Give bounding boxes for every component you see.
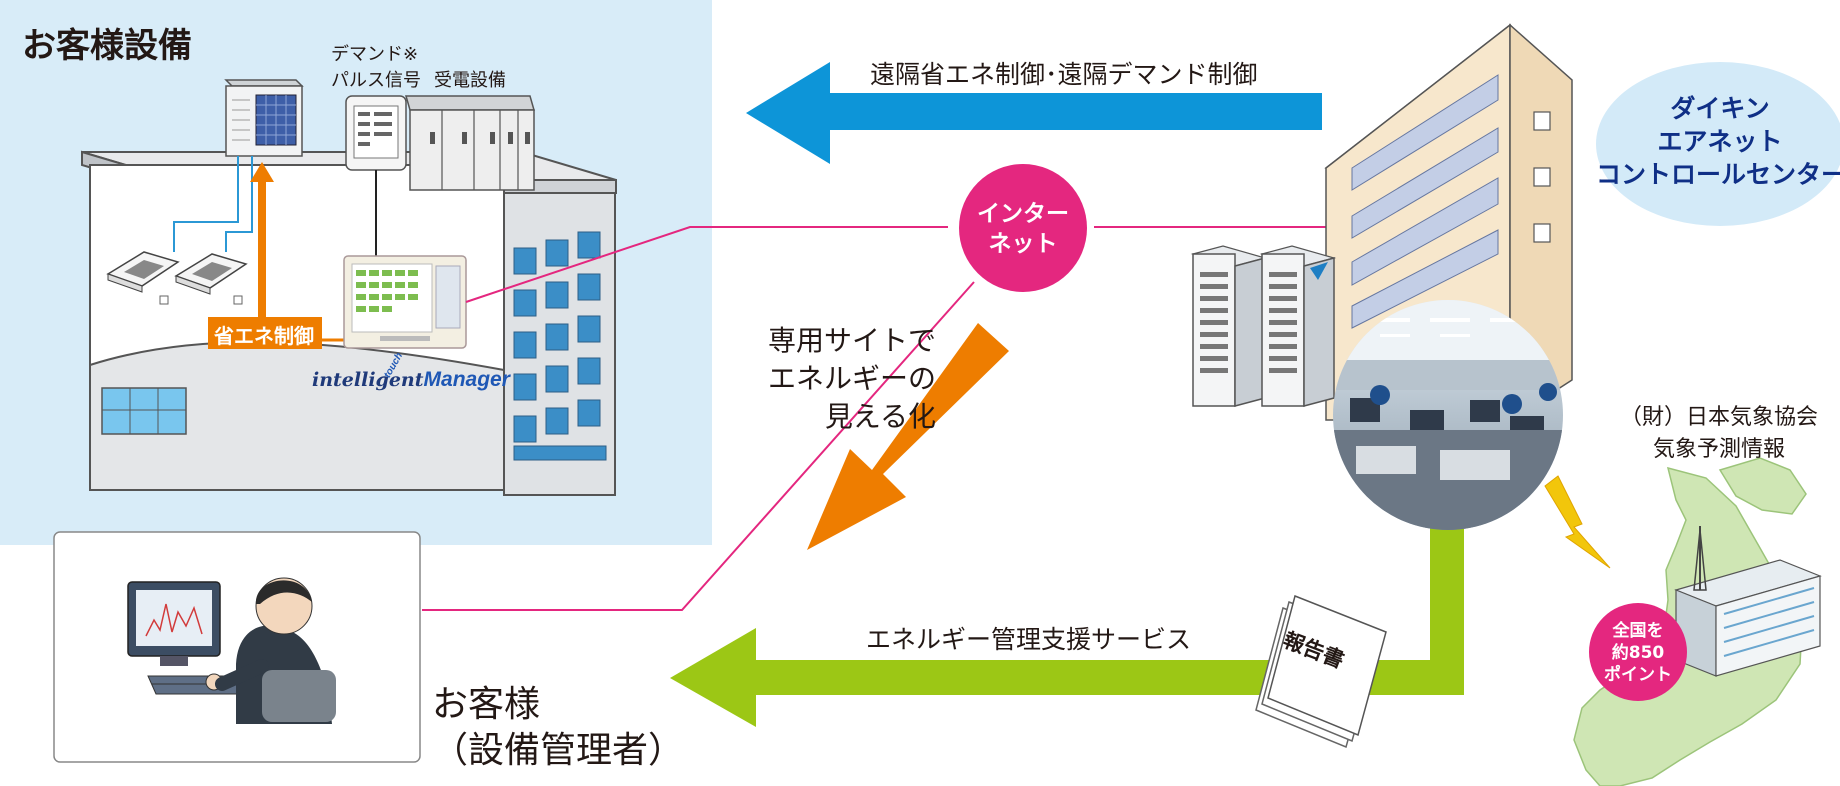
indoor-unit-1 (106, 251, 180, 305)
visualization-arrow (807, 323, 1009, 550)
visualization-label-line1: 専用サイトで (767, 324, 936, 357)
control-center-line2: エアネット (1657, 127, 1783, 156)
network-lines (422, 226, 1330, 611)
logo-part2: Manager (423, 368, 510, 391)
support-service-label: エネルギー管理支援サービス (866, 625, 1192, 654)
nationwide-line2: 約850 (1611, 643, 1665, 663)
demand-pulse-label-line1: デマンド※ (331, 44, 419, 65)
customer-computer (127, 581, 249, 695)
control-center-line3: コントロールセンター (1596, 160, 1840, 189)
visualization-label-line3: 見える化 (824, 400, 936, 433)
outdoor-ac-unit (224, 79, 304, 157)
visualization-label-line2: エネルギーの (767, 362, 936, 395)
customer-label: お客様 （設備管理者） (432, 682, 684, 774)
server-rack-2 (1259, 245, 1337, 407)
customer-person (205, 577, 336, 724)
customer-panel (53, 531, 421, 763)
energy-saving-control-label: 省エネ制御 (214, 324, 314, 348)
server-rack-1 (1190, 245, 1268, 407)
logo-part1: intelligent (312, 369, 424, 391)
customer-label-line1: お客様 (432, 684, 541, 725)
customer-facility-title: お客様設備 (22, 26, 192, 66)
remote-control-label: 遠隔省エネ制御･遠隔デマンド制御 (870, 60, 1258, 89)
energy-saving-control-box (208, 317, 322, 349)
power-receiving-label: 受電設備 (434, 70, 506, 91)
indoor-unit-2 (174, 253, 248, 305)
control-center-line1: ダイキン (1670, 94, 1770, 123)
control-center-label: ダイキン エアネット コントロールセンター (1596, 92, 1840, 191)
intelligent-manager-logo: intelligentManager (312, 368, 510, 392)
visualization-label: 専用サイトで エネルギーの 見える化 (744, 322, 936, 436)
support-service-arrow (670, 525, 1464, 727)
control-center-ellipse (1596, 62, 1840, 226)
intelligent-manager-device (343, 255, 467, 349)
remote-control-arrow (746, 62, 1322, 164)
report-document (1255, 594, 1387, 749)
internet-circle (959, 164, 1087, 292)
nationwide-line3: ポイント (1604, 665, 1672, 685)
control-center-building (1324, 23, 1573, 422)
demand-pulse-box (345, 95, 407, 171)
nationwide-line1: 全国を (1612, 621, 1664, 641)
weather-info-line2: 気象予測情報 (1652, 437, 1785, 462)
internet-label: インター ネット (963, 199, 1083, 259)
internet-label-line1: インター (977, 201, 1069, 227)
demand-pulse-label: デマンド※ パルス信号 (331, 42, 421, 94)
lightning-bolt-icon (1544, 475, 1611, 569)
customer-label-line2: （設備管理者） (432, 730, 685, 771)
internet-label-line2: ネット (988, 231, 1058, 257)
building-side-windows (513, 231, 607, 461)
weather-info-line1: （財）日本気象協会 (1619, 405, 1818, 430)
power-receiving-equipment (405, 95, 535, 191)
weather-info-label: （財）日本気象協会 気象予測情報 (1604, 402, 1834, 466)
weather-association-building (1674, 526, 1822, 677)
nationwide-points-label: 全国を 約850 ポイント (1592, 620, 1684, 686)
demand-pulse-label-line2: パルス信号 (331, 70, 421, 91)
refrigerant-lines (173, 156, 253, 252)
nationwide-points-circle (1589, 603, 1687, 701)
